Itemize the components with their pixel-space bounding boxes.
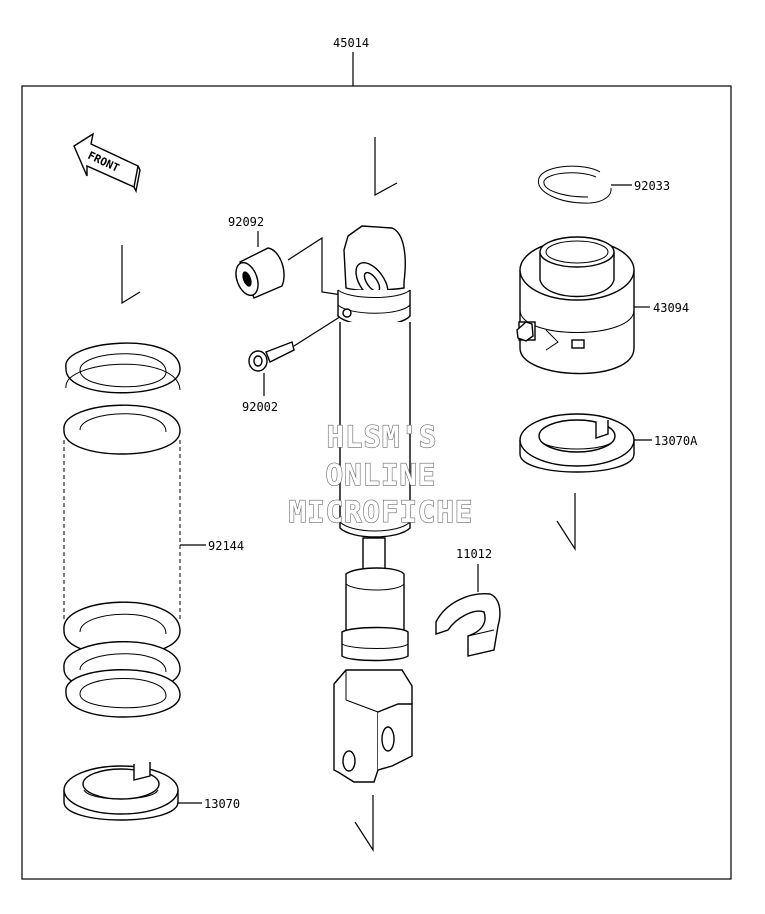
part-label-92092[interactable]: 92092	[228, 215, 264, 229]
part-label-11012[interactable]: 11012	[456, 547, 492, 561]
watermark: HLSM'S ONLINE MICROFICHE	[288, 419, 474, 529]
part-label-92002[interactable]: 92002	[242, 400, 278, 414]
bushing-92092[interactable]	[232, 247, 285, 299]
spring-seat-13070[interactable]	[63, 762, 179, 821]
part-label-13070[interactable]: 13070	[204, 797, 240, 811]
watermark-line-2: ONLINE	[326, 458, 437, 492]
leader-92002-to-shock	[293, 312, 347, 347]
shock-absorber[interactable]	[333, 225, 413, 783]
part-label-92033[interactable]: 92033	[634, 179, 670, 193]
part-label-92144[interactable]: 92144	[208, 539, 244, 553]
front-arrow-icon: FRONT	[73, 132, 141, 194]
break-symbol	[121, 245, 141, 305]
assembly-frame	[21, 85, 732, 880]
bolt-92002[interactable]	[248, 341, 295, 372]
break-symbol	[374, 137, 398, 197]
watermark-line-3: MICROFICHE	[289, 495, 474, 529]
spring-92144[interactable]	[63, 342, 181, 718]
spring-seat-13070A[interactable]	[519, 413, 635, 473]
clip-11012[interactable]	[435, 593, 501, 657]
watermark-line-1: HLSM'S	[327, 420, 438, 454]
assembly-part-number[interactable]: 45014	[333, 36, 369, 50]
adjuster-43094[interactable]	[516, 236, 635, 375]
break-symbol	[556, 493, 576, 552]
circlip-92033[interactable]	[537, 165, 612, 204]
part-label-43094[interactable]: 43094	[653, 301, 689, 315]
part-label-13070A[interactable]: 13070A	[654, 434, 698, 448]
break-symbol	[354, 795, 374, 853]
